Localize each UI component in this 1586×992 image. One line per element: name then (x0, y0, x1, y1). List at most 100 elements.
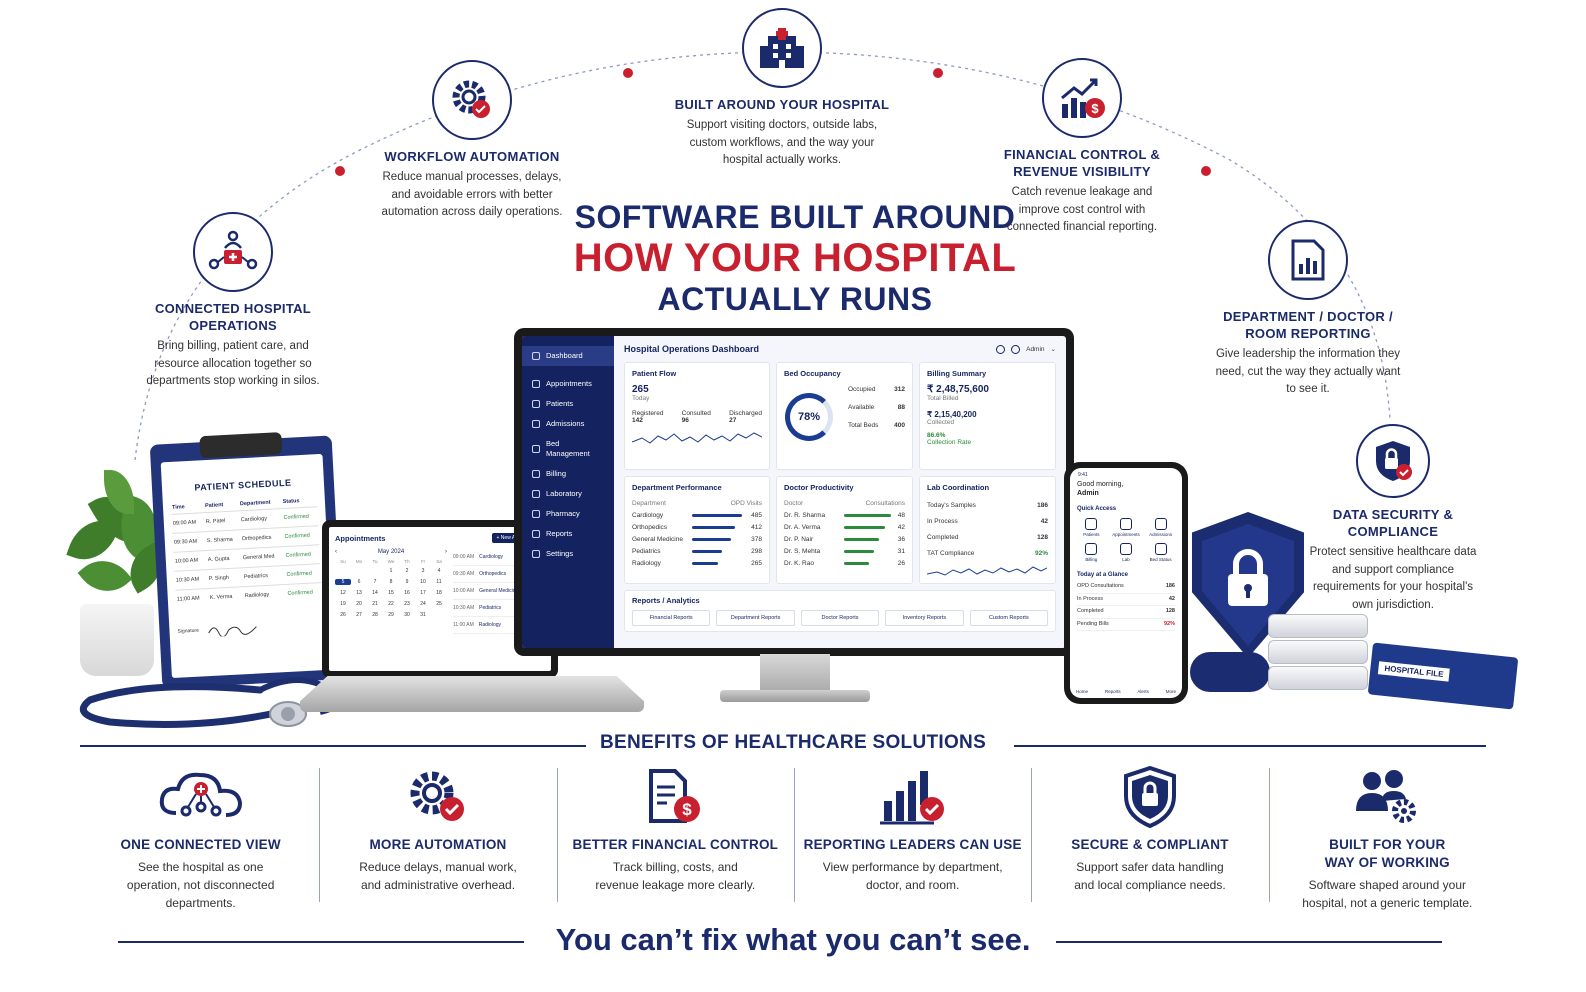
benefits-title: BENEFITS OF HEALTHCARE SOLUTIONS (585, 732, 1001, 753)
benefits-title-wrap: BENEFITS OF HEALTHCARE SOLUTIONS (0, 732, 1586, 754)
shield-lock-icon (1356, 424, 1430, 498)
calendar-day[interactable]: 28 (372, 612, 378, 618)
report-button-financial-reports[interactable]: Financial Reports (632, 610, 711, 626)
calendar-day[interactable]: 11 (436, 579, 442, 585)
bell-icon[interactable] (996, 344, 1006, 354)
benefit-title: SECURE & COMPLIANT (1071, 837, 1229, 852)
calendar-day[interactable]: 21 (372, 601, 378, 607)
sidebar-item-pharmacy[interactable]: Pharmacy (522, 504, 614, 524)
phone-tab-reports[interactable]: Reports (1104, 689, 1121, 694)
sidebar-item-billing[interactable]: Billing (522, 464, 614, 484)
user-name[interactable]: Admin (1026, 345, 1045, 353)
sidebar-item-reports[interactable]: Reports (522, 524, 614, 544)
quick-access-lab[interactable]: Lab (1112, 543, 1141, 562)
nav-icon (532, 400, 540, 408)
sidebar-item-patients[interactable]: Patients (522, 394, 614, 414)
sidebar-item-settings[interactable]: Settings (522, 544, 614, 564)
calendar-day[interactable]: 1 (389, 568, 393, 574)
feature-title: DATA SECURITY & COMPLIANCE (1332, 507, 1454, 539)
sidebar-item-dashboard[interactable]: Dashboard (522, 346, 614, 366)
patient-schedule-clipboard: PATIENT SCHEDULE Time Patient Department… (149, 432, 345, 689)
calendar-day[interactable]: 26 (340, 612, 346, 618)
bar-track (840, 534, 898, 546)
sidebar-item-label: Settings (546, 549, 574, 558)
calendar-day[interactable]: 2 (405, 568, 409, 574)
sidebar-item-laboratory[interactable]: Laboratory (522, 484, 614, 504)
quick-access-patients[interactable]: Patients (1077, 518, 1106, 537)
calendar-day[interactable]: 7 (373, 579, 377, 585)
quick-access-billing[interactable]: Billing (1077, 543, 1106, 562)
headline-line-3: ACTUALLY RUNS (657, 281, 933, 317)
calendar-day[interactable]: 19 (340, 601, 346, 607)
calendar-day[interactable]: 30 (404, 612, 410, 618)
calendar-day[interactable]: 22 (388, 601, 394, 607)
benefits-divider-left (80, 745, 600, 747)
calendar-day[interactable]: 27 (356, 612, 362, 618)
chevron-down-icon[interactable]: ⌄ (1050, 346, 1056, 353)
slot-time: 09:30 AM (453, 571, 475, 577)
phone-time: 9:41 (1078, 472, 1088, 478)
calendar-day[interactable]: 20 (356, 601, 362, 607)
calendar-day[interactable]: 10 (420, 579, 426, 585)
calendar-day[interactable]: 12 (340, 590, 346, 596)
network-medical-icon (193, 212, 273, 292)
sidebar-item-bed-management[interactable]: Bed Management (522, 434, 614, 464)
benefit-title: BUILT FOR YOUR WAY OF WORKING (1324, 837, 1450, 870)
benefit-automation: MORE AUTOMATION Reduce delays, manual wo… (319, 760, 556, 912)
row-value: 186 (1165, 583, 1175, 589)
calendar-day[interactable]: 16 (404, 590, 410, 596)
avatar[interactable] (1011, 344, 1021, 354)
sidebar-item-label: Pharmacy (546, 509, 580, 518)
benefit-text: View performance by department, doctor, … (822, 860, 1003, 892)
slot-department: General Medicine (479, 588, 519, 594)
phone-tab-alerts[interactable]: Alerts (1137, 689, 1149, 694)
quick-label: Patients (1083, 532, 1100, 537)
calendar-day[interactable]: 29 (388, 612, 394, 618)
calendar-day[interactable]: 14 (372, 590, 378, 596)
reports-title: Reports / Analytics (632, 596, 700, 605)
calendar-day[interactable]: 18 (436, 590, 442, 596)
calendar-day[interactable]: 6 (357, 579, 361, 585)
report-button-doctor-reports[interactable]: Doctor Reports (800, 610, 880, 626)
calendar-day[interactable]: 8 (389, 579, 393, 585)
report-button-custom-reports[interactable]: Custom Reports (969, 610, 1049, 626)
calendar-day[interactable]: 25 (436, 601, 442, 607)
calendar-day (367, 568, 383, 574)
calendar-day[interactable]: 13 (356, 590, 362, 596)
calendar-day[interactable]: 17 (420, 590, 426, 596)
phone-tab-more[interactable]: More (1165, 689, 1176, 694)
sidebar-item-appointments[interactable]: Appointments (522, 374, 614, 394)
calendar-day[interactable]: 23 (404, 601, 410, 607)
calendar-day[interactable]: 5 (335, 579, 351, 585)
collected-amount: ₹ 2,15,40,200 (927, 410, 977, 419)
calendar-day[interactable]: 15 (388, 590, 394, 596)
occupancy-ring: 78% (785, 393, 833, 441)
sidebar-item-admissions[interactable]: Admissions (522, 414, 614, 434)
feature-text: Bring billing, patient care, and resourc… (146, 340, 320, 387)
calendar-day[interactable]: 9 (405, 579, 409, 585)
benefit-title: BETTER FINANCIAL CONTROL (572, 837, 779, 852)
calendar-day[interactable]: 4 (437, 568, 441, 574)
phone-tab-home[interactable]: Home (1076, 689, 1089, 694)
sidebar-item-label: Dashboard (546, 351, 583, 360)
quick-access-admissions[interactable]: Admissions (1146, 518, 1175, 537)
calendar-day[interactable]: 3 (421, 568, 425, 574)
calendar-day[interactable]: 31 (420, 612, 426, 618)
report-button-inventory-reports[interactable]: Inventory Reports (885, 610, 964, 626)
quick-access-bed-status[interactable]: Bed Status (1146, 543, 1175, 562)
chevron-right-icon[interactable]: › (444, 549, 447, 555)
report-button-department-reports[interactable]: Department Reports (716, 610, 795, 626)
calendar-day[interactable]: 24 (420, 601, 426, 607)
chevron-left-icon[interactable]: ‹ (335, 549, 337, 555)
quick-access-appointments[interactable]: Appointments (1112, 518, 1141, 537)
quick-icon (1154, 518, 1167, 530)
row-value: 48 (897, 512, 905, 519)
row-value: 412 (751, 524, 762, 531)
